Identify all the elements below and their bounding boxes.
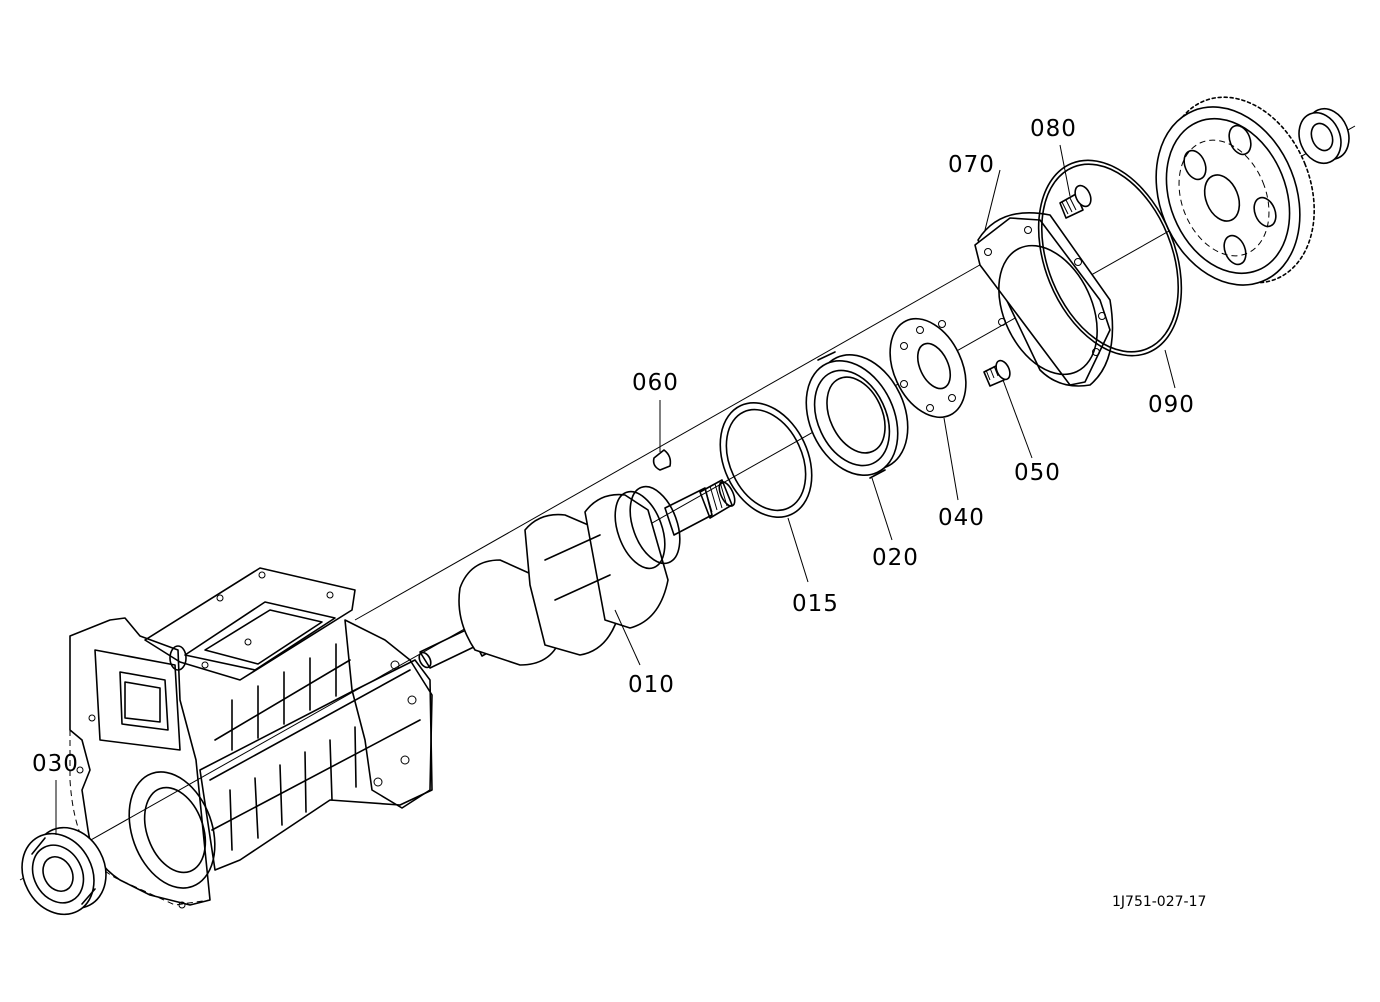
- part-labels: 030 010 060 015 020 040 050 070 080 090: [32, 116, 1195, 777]
- screw-050-icon[interactable]: [983, 358, 1013, 387]
- part-label-020: 020: [872, 545, 919, 571]
- nut-icon[interactable]: [1292, 102, 1357, 169]
- part-label-090: 090: [1148, 392, 1195, 418]
- part-label-015: 015: [792, 591, 839, 617]
- bearing-030-icon[interactable]: [8, 815, 119, 927]
- part-label-050: 050: [1014, 460, 1061, 486]
- crankshaft-010-icon[interactable]: [417, 479, 738, 670]
- gear-case-icon[interactable]: [69, 567, 433, 909]
- part-label-060: 060: [632, 370, 679, 396]
- part-label-010: 010: [628, 672, 675, 698]
- part-label-040: 040: [938, 505, 985, 531]
- diagram-reference-code: 1J751-027-17: [1112, 894, 1206, 910]
- part-label-030: 030: [32, 751, 79, 777]
- ring-015-icon[interactable]: [703, 388, 830, 532]
- screw-080-icon[interactable]: [1059, 183, 1094, 219]
- assembly-axis-line: [19, 125, 1356, 881]
- gear-icon[interactable]: [1130, 75, 1340, 307]
- flange-plate-070-icon[interactable]: [974, 212, 1117, 390]
- key-060-icon[interactable]: [652, 449, 672, 471]
- part-label-080: 080: [1030, 116, 1077, 142]
- bearing-020-icon[interactable]: [789, 340, 926, 490]
- leader-lines: [55, 144, 1176, 835]
- part-label-070: 070: [948, 152, 995, 178]
- plate-040-icon[interactable]: [875, 307, 981, 430]
